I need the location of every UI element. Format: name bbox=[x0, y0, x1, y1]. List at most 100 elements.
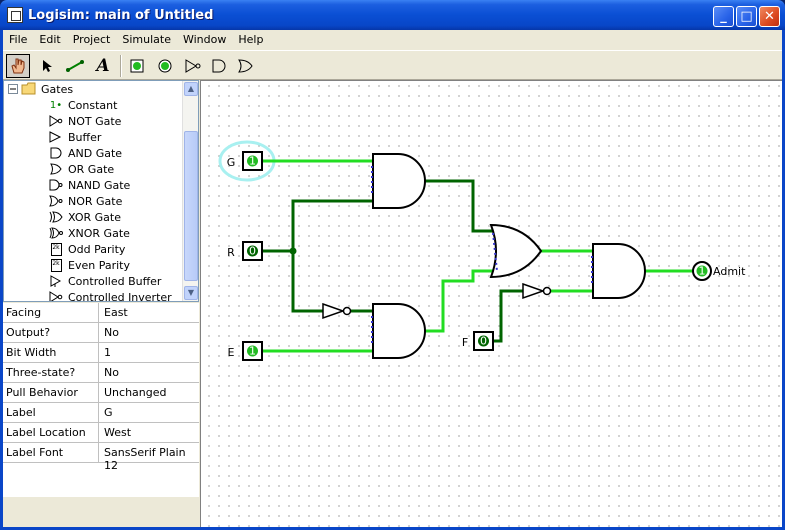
menu-project[interactable]: Project bbox=[72, 33, 111, 46]
menu-file[interactable]: File bbox=[9, 33, 28, 46]
attr-value[interactable]: 1 bbox=[104, 346, 111, 359]
tree-item-nor-gate[interactable]: NOR Gate bbox=[48, 193, 122, 209]
menu-edit[interactable]: Edit bbox=[39, 33, 61, 46]
svg-text:0: 0 bbox=[249, 245, 256, 258]
and-gate-2[interactable] bbox=[371, 303, 426, 359]
even-parity-icon: 2k bbox=[48, 258, 64, 272]
tree-item-not-gate[interactable]: NOT Gate bbox=[48, 113, 121, 129]
not-gate-2[interactable] bbox=[522, 282, 552, 300]
tree-folder-gates[interactable]: Gates bbox=[8, 81, 73, 97]
tree-item-buffer[interactable]: Buffer bbox=[48, 129, 101, 145]
nor-gate-icon bbox=[48, 194, 64, 208]
and-gate-icon[interactable] bbox=[207, 54, 231, 78]
explorer-scrollbar[interactable]: ▲ ▼ bbox=[182, 81, 198, 301]
input-pin-e[interactable]: 1 E bbox=[228, 341, 263, 361]
select-arrow-icon[interactable] bbox=[35, 54, 59, 78]
not-gate-1[interactable] bbox=[322, 302, 352, 320]
collapse-icon[interactable] bbox=[8, 84, 18, 94]
tree-item-nand-gate[interactable]: NAND Gate bbox=[48, 177, 130, 193]
svg-text:1: 1 bbox=[249, 345, 256, 358]
tree-item-xor-gate[interactable]: XOR Gate bbox=[48, 209, 121, 225]
attr-row-three-state[interactable]: Three-state?No bbox=[3, 363, 199, 383]
maximize-button[interactable]: □ bbox=[736, 6, 757, 27]
and-gate-1[interactable] bbox=[371, 153, 426, 209]
scroll-up-icon[interactable]: ▲ bbox=[184, 82, 198, 96]
text-tool-icon[interactable]: A bbox=[96, 56, 110, 76]
toolbar-separator bbox=[120, 55, 122, 77]
wire-f-to-not bbox=[491, 289, 525, 343]
tree-item-constant[interactable]: 1• Constant bbox=[49, 98, 118, 112]
menu-help[interactable]: Help bbox=[238, 33, 264, 46]
junction-dot bbox=[289, 247, 297, 255]
wires bbox=[260, 159, 695, 353]
xor-gate-icon bbox=[48, 210, 64, 224]
output-label: Admit bbox=[713, 265, 746, 278]
wiring-icon[interactable] bbox=[63, 54, 87, 78]
tree-item-xnor-gate[interactable]: XNOR Gate bbox=[48, 225, 130, 241]
minimize-button[interactable]: _ bbox=[713, 6, 734, 27]
app-icon bbox=[7, 7, 23, 23]
menu-bar: File Edit Project Simulate Window Help bbox=[3, 30, 782, 50]
window-frame: File Edit Project Simulate Window Help A bbox=[0, 30, 785, 530]
or-gate-icon bbox=[48, 162, 64, 176]
scroll-thumb[interactable] bbox=[184, 131, 198, 281]
controlled-buffer-icon bbox=[48, 274, 64, 288]
odd-parity-icon: 2k bbox=[48, 242, 64, 256]
input-pin-r[interactable]: 0 R bbox=[227, 241, 263, 261]
not-gate-icon[interactable] bbox=[181, 54, 205, 78]
circuit-diagram: 1 G 0 R 1 E 0 F bbox=[218, 140, 746, 361]
svg-text:1: 1 bbox=[699, 265, 706, 278]
attr-value[interactable]: East bbox=[104, 306, 128, 319]
scroll-down-icon[interactable]: ▼ bbox=[184, 286, 198, 300]
window-title: Logisim: main of Untitled bbox=[28, 8, 214, 23]
svg-text:0: 0 bbox=[480, 335, 487, 348]
input-pin-g[interactable]: 1 G bbox=[227, 151, 263, 171]
input-pin-f[interactable]: 0 F bbox=[462, 331, 494, 351]
circuit-canvas[interactable]: 1 G 0 R 1 E 0 F bbox=[200, 80, 782, 527]
or-gate-icon[interactable] bbox=[233, 54, 257, 78]
pin-label: G bbox=[227, 156, 236, 169]
wire-and1-to-or bbox=[421, 179, 493, 233]
attr-value[interactable]: No bbox=[104, 326, 119, 339]
not-gate-icon bbox=[48, 114, 64, 128]
folder-icon bbox=[21, 82, 36, 95]
attr-value[interactable]: G bbox=[104, 406, 113, 419]
output-pin-admit[interactable]: 1 Admit bbox=[692, 261, 746, 281]
title-bar: Logisim: main of Untitled _ □ ✕ bbox=[0, 0, 785, 30]
menu-window[interactable]: Window bbox=[182, 33, 227, 46]
tree-item-controlled-inverter[interactable]: Controlled Inverter bbox=[48, 289, 172, 301]
and-gate-icon bbox=[48, 146, 64, 160]
attr-value[interactable]: West bbox=[104, 426, 132, 439]
svg-text:1: 1 bbox=[249, 155, 256, 168]
constant-icon: 1• bbox=[49, 99, 63, 111]
toolbar: A bbox=[3, 50, 782, 80]
or-gate[interactable] bbox=[489, 223, 543, 279]
controlled-inverter-icon bbox=[48, 290, 64, 301]
menu-simulate[interactable]: Simulate bbox=[122, 33, 171, 46]
tree-item-or-gate[interactable]: OR Gate bbox=[48, 161, 114, 177]
attr-value[interactable]: Unchanged bbox=[104, 386, 167, 399]
hand-poke-icon[interactable] bbox=[6, 54, 30, 78]
wire-and2-to-or bbox=[421, 269, 493, 333]
attr-row-output[interactable]: Output?No bbox=[3, 323, 199, 343]
attr-value[interactable]: SansSerif Plain 12 bbox=[104, 446, 186, 472]
tree-item-and-gate[interactable]: AND Gate bbox=[48, 145, 122, 161]
output-pin-icon[interactable] bbox=[153, 54, 177, 78]
tree-item-even-parity[interactable]: 2k Even Parity bbox=[48, 257, 130, 273]
input-pin-icon[interactable] bbox=[125, 54, 149, 78]
tree-item-odd-parity[interactable]: 2k Odd Parity bbox=[48, 241, 125, 257]
component-explorer: Gates 1• Constant NOT Gate Buffer AND Ga… bbox=[3, 80, 199, 302]
tree-item-controlled-buffer[interactable]: Controlled Buffer bbox=[48, 273, 161, 289]
pin-label: F bbox=[462, 336, 468, 349]
close-button[interactable]: ✕ bbox=[759, 6, 780, 27]
and-gate-3[interactable] bbox=[591, 243, 646, 299]
attr-value[interactable]: No bbox=[104, 366, 119, 379]
pin-label: E bbox=[228, 346, 235, 359]
